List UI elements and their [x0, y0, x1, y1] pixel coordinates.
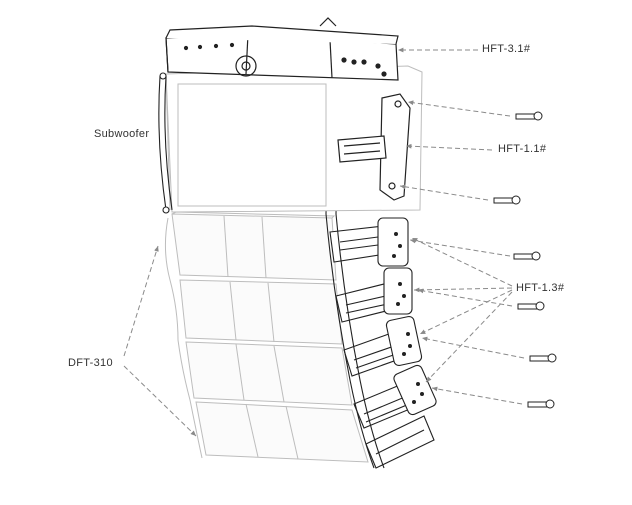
- pin-4: [517, 301, 545, 311]
- leader-dft310-b: [123, 365, 197, 437]
- pin-6: [527, 399, 555, 409]
- subwoofer-side-brackets: [158, 72, 173, 214]
- dft-310-array: [164, 211, 369, 463]
- leader-hft13-c: [419, 289, 513, 335]
- pin-2: [493, 195, 521, 205]
- hft-31-frame: [165, 17, 399, 81]
- plate-holes: [392, 232, 424, 404]
- label-subwoofer: Subwoofer: [94, 128, 150, 140]
- leader-dft310-a: [123, 245, 159, 357]
- leader-pin4: [417, 288, 513, 307]
- pin-5: [529, 353, 557, 363]
- label-dft-310: DFT-310: [68, 357, 113, 369]
- leader-pin5: [421, 336, 525, 359]
- pin-3: [513, 251, 541, 261]
- pin-1: [515, 111, 543, 121]
- leader-lines: [123, 47, 525, 437]
- leader-hft13-d: [425, 291, 513, 383]
- leader-pin6: [431, 386, 523, 405]
- leader-pin3: [409, 238, 511, 257]
- leader-hft13-b: [413, 287, 513, 293]
- leader-hft13-a: [411, 237, 513, 287]
- leader-pin2: [399, 184, 489, 201]
- label-hft-11: HFT-1.1#: [498, 143, 547, 155]
- label-hft-13: HFT-1.3#: [516, 282, 565, 294]
- hft-11-plate: [337, 93, 411, 201]
- leader-pin1: [407, 100, 511, 117]
- leader-hft11: [405, 143, 493, 151]
- label-hft-31: HFT-3.1#: [482, 43, 531, 55]
- hft-13-plates: [377, 217, 437, 416]
- pins: [493, 111, 557, 409]
